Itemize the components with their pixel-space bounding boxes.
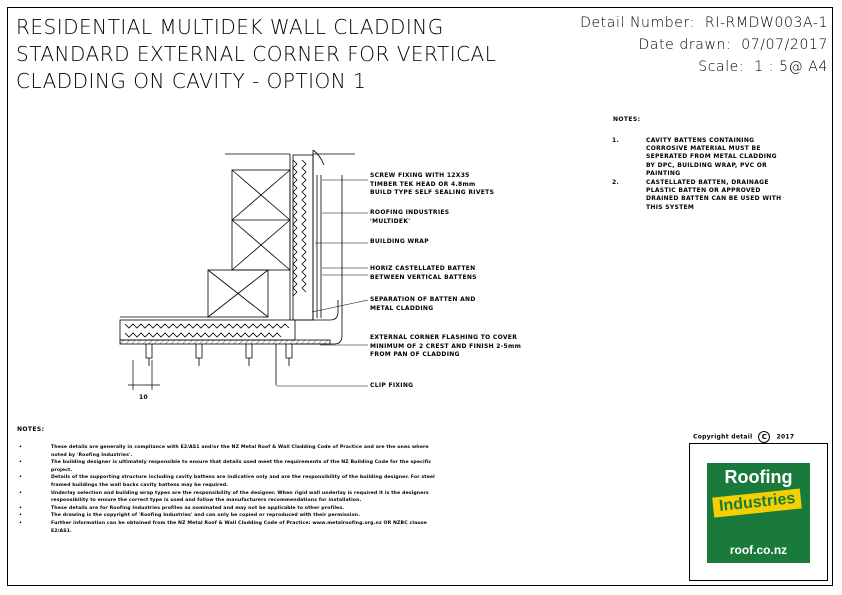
label-clip-fixing: CLIP FIXING (370, 382, 414, 389)
bottom-note: •Further information can be obtained fro… (19, 520, 427, 534)
label-building-wrap: BUILDING WRAP (370, 238, 429, 245)
cladding-vertical-wall (292, 149, 355, 321)
bottom-notes: •These details are generally in complian… (17, 444, 437, 535)
detail-number-value: RI-RMDW003A-1 (704, 15, 828, 31)
dimension-10 (128, 360, 160, 390)
copyright-label: Copyright detail (693, 433, 753, 441)
dimension-label: 10 (139, 394, 148, 401)
stud-framing (120, 153, 291, 320)
leader-lines (276, 179, 369, 387)
copyright-icon: C (758, 431, 771, 443)
bottom-note: •These details are generally in complian… (19, 445, 429, 458)
drawing-border (7, 7, 833, 586)
logo-word-industries: Industries (712, 488, 803, 518)
title-block: Detail Number: RI-RMDW003A-1 Date drawn: 0… (570, 12, 828, 78)
bottom-note: •Underlay selection and building wrap ty… (19, 490, 429, 504)
scale-label: Scale: (698, 59, 745, 75)
bottom-note: •Details of the supporting structure inc… (19, 475, 435, 488)
top-note-1: 1. CAVITY BATTENS CONTAINING CORROSIVE M… (612, 137, 784, 178)
bottom-notes-heading: NOTES: (17, 426, 45, 433)
bottom-note: •The building designer is ultimately res… (19, 460, 432, 473)
bottom-note: •These details are for Roofing Industrie… (19, 505, 345, 511)
date-drawn-row: Date drawn: 07/07/2017 (570, 34, 828, 56)
scale-value: 1 : 5@ A4 (754, 59, 828, 75)
top-note-2: 2. CASTELLATED BATTEN, DRAINAGE PLASTIC … (612, 179, 784, 212)
bottom-note: •The drawing is the copyright of 'Roofin… (19, 513, 361, 519)
cladding-horizontal-wall (119, 175, 343, 345)
logo-word-roofing: Roofing (724, 467, 793, 487)
top-note-1-text: CAVITY BATTENS CONTAINING CORROSIVE MATE… (646, 137, 777, 177)
label-multidek: ROOFING INDUSTRIES'MULTIDEK' (370, 209, 450, 225)
title-line-3: CLADDING ON CAVITY - OPTION 1 (16, 69, 367, 93)
logo-url: roof.co.nz (729, 543, 788, 557)
top-notes-heading: NOTES: (613, 116, 641, 123)
scale-row: Scale: 1 : 5@ A4 (570, 56, 828, 78)
copyright-line: Copyright detail C 2017 (693, 431, 794, 443)
date-drawn-label: Date drawn: (638, 37, 732, 53)
drawing-title: RESIDENTIAL MULTIDEK WALL CLADDING STAND… (16, 14, 496, 95)
top-note-2-text: CASTELLATED BATTEN, DRAINAGE PLASTIC BAT… (646, 179, 782, 211)
top-note-2-number: 2. (612, 179, 620, 187)
clip-fixings (145, 344, 293, 385)
top-note-1-number: 1. (612, 137, 620, 144)
date-drawn-value: 07/07/2017 (741, 37, 828, 53)
detail-number-row: Detail Number: RI-RMDW003A-1 (570, 12, 828, 34)
detail-number-label: Detail Number: (580, 15, 695, 31)
title-line-2: STANDARD EXTERNAL CORNER FOR VERTICAL (16, 42, 497, 66)
top-notes: 1. CAVITY BATTENS CONTAINING CORROSIVE M… (612, 137, 784, 213)
copyright-year: 2017 (776, 433, 795, 441)
roofing-industries-logo: Roofing Industries roof.co.nz (707, 463, 810, 563)
logo-panel: Roofing Industries roof.co.nz (689, 443, 828, 581)
title-line-1: RESIDENTIAL MULTIDEK WALL CLADDING (16, 15, 444, 39)
